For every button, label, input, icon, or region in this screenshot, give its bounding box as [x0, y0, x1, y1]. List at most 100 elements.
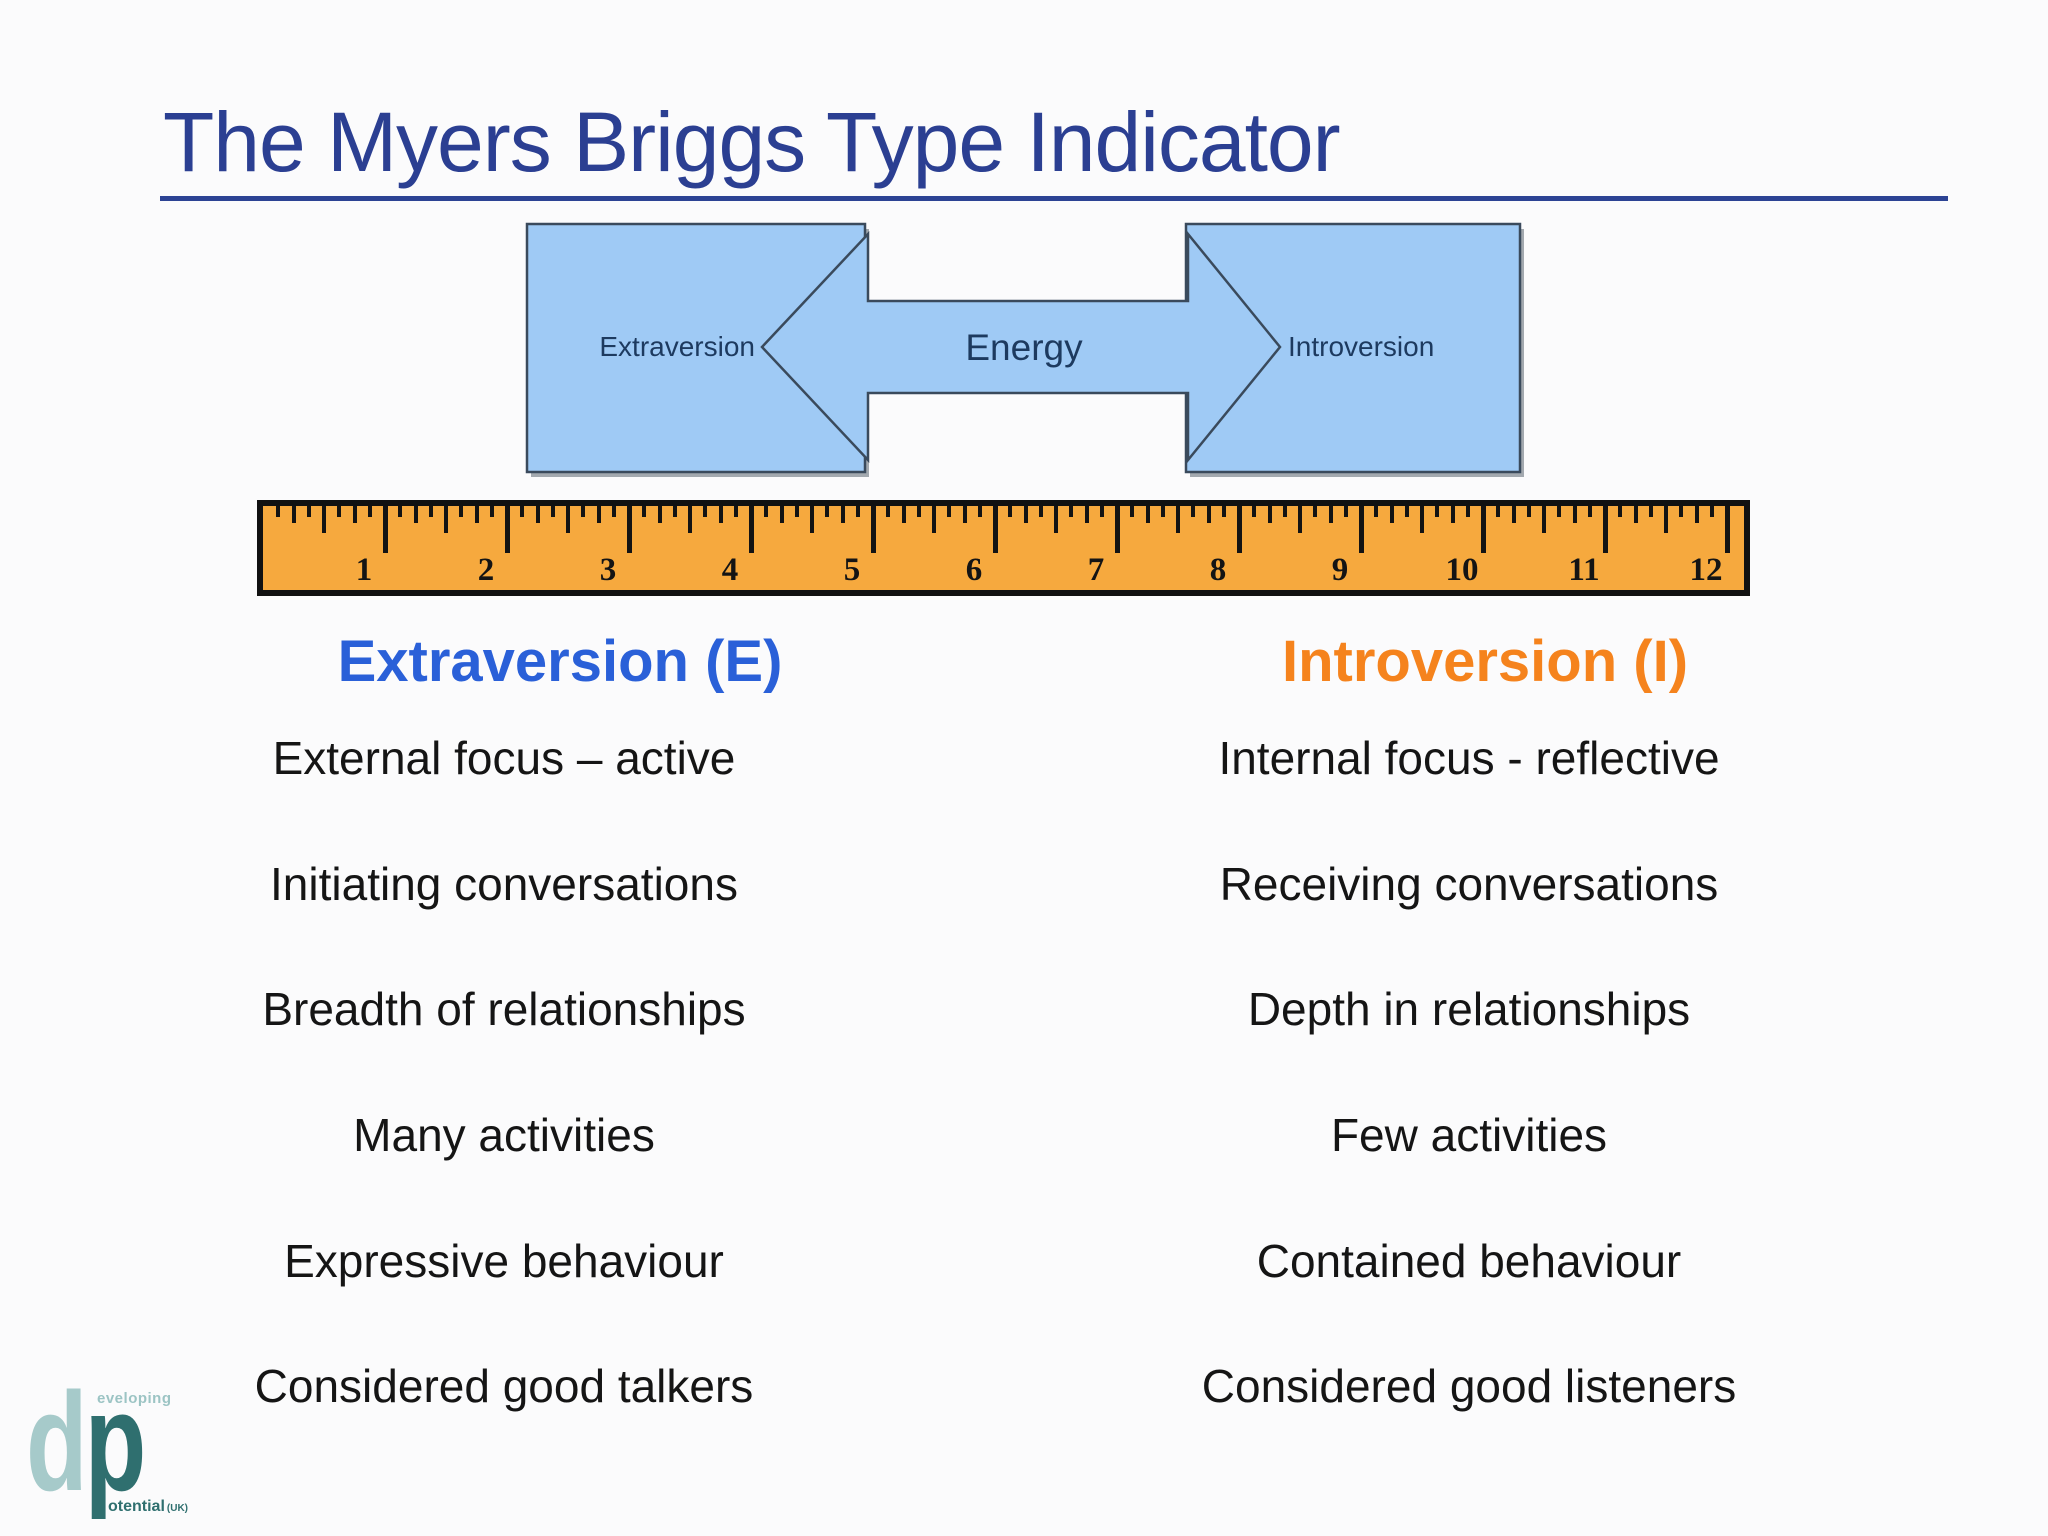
ruler-tick	[1206, 506, 1211, 523]
logo-text-otential-word: otential	[108, 1498, 165, 1515]
logo-letter-d: d	[26, 1363, 88, 1520]
ruler-tick	[1298, 506, 1302, 533]
ruler-tick	[1084, 506, 1089, 523]
ruler-tick	[1099, 506, 1104, 517]
ruler-tick	[276, 506, 281, 517]
ruler-tick	[1343, 506, 1348, 517]
ruler-tick	[1237, 506, 1242, 553]
ruler-tick	[703, 506, 708, 517]
ruler-tick	[1465, 506, 1470, 517]
ruler-tick	[1633, 506, 1638, 523]
ruler-tick	[1557, 506, 1562, 517]
ruler-tick	[1221, 506, 1226, 517]
ruler-tick	[886, 506, 891, 517]
ruler-tick	[1069, 506, 1074, 517]
ruler-tick	[428, 506, 433, 517]
logo-text-eveloping: eveloping	[97, 1390, 172, 1407]
ruler-tick	[1115, 506, 1120, 553]
ruler-tick	[1526, 506, 1531, 517]
extraversion-header: Extraversion (E)	[337, 629, 783, 694]
ruler-tick	[1679, 506, 1684, 517]
ruler-tick	[1389, 506, 1394, 523]
ruler-tick	[1191, 506, 1196, 517]
ruler-tick	[1282, 506, 1287, 517]
ruler-tick	[1404, 506, 1409, 517]
list-item: Expressive behaviour	[284, 1235, 724, 1287]
ruler-tick	[1725, 506, 1730, 553]
ruler-tick	[1359, 506, 1364, 553]
ruler-tick	[1450, 506, 1455, 523]
ruler-tick	[489, 506, 494, 517]
ruler-tick	[1038, 506, 1043, 517]
ruler-tick	[398, 506, 403, 517]
ruler-tick	[550, 506, 555, 517]
ruler-tick	[566, 506, 570, 533]
ruler-tick	[794, 506, 799, 517]
developing-potential-logo: dp eveloping otential(UK)	[0, 1360, 260, 1536]
ruler-tick	[1587, 506, 1592, 517]
ruler-tick	[459, 506, 464, 517]
introversion-list: Internal focus - reflective Receiving co…	[1049, 0, 1889, 1536]
ruler-number: 5	[843, 552, 861, 588]
introversion-box-label: Introversion	[1288, 331, 1434, 362]
ruler-number: 4	[721, 552, 739, 588]
ruler-tick	[1618, 506, 1623, 517]
ruler-number: 1	[355, 552, 373, 588]
ruler-tick	[367, 506, 372, 517]
ruler-tick	[1694, 506, 1699, 523]
ruler-tick	[1328, 506, 1333, 523]
ruler-tick	[291, 506, 296, 523]
list-item: Receiving conversations	[1219, 858, 1719, 910]
ruler-tick	[1267, 506, 1272, 523]
ruler-tick	[855, 506, 860, 517]
extraversion-box-label: Extraversion	[599, 331, 755, 362]
list-item: External focus – active	[272, 732, 736, 784]
ruler-number: 7	[1087, 552, 1105, 588]
double-headed-arrow	[760, 230, 1282, 464]
ruler-tick	[322, 506, 326, 533]
ruler-number: 9	[1331, 552, 1349, 588]
ruler-tick	[810, 506, 814, 533]
ruler-tick	[1572, 506, 1577, 523]
ruler-tick	[993, 506, 998, 553]
ruler-tick	[1023, 506, 1028, 523]
ruler-tick	[520, 506, 525, 517]
ruler-tick	[627, 506, 632, 553]
ruler-tick	[764, 506, 769, 517]
introversion-box	[1184, 222, 1522, 474]
ruler-tick	[871, 506, 876, 553]
ruler-tick	[1374, 506, 1379, 517]
ruler-tick	[1176, 506, 1180, 533]
title-underline	[160, 196, 1948, 201]
ruler-tick	[916, 506, 921, 517]
ruler-number: 12	[1689, 552, 1723, 588]
ruler-number: 8	[1209, 552, 1227, 588]
ruler-tick	[1008, 506, 1013, 517]
list-item: Considered good talkers	[254, 1360, 754, 1412]
ruler-tick	[474, 506, 479, 523]
list-item: Internal focus - reflective	[1218, 732, 1720, 784]
ruler-tick	[657, 506, 662, 523]
ruler-tick	[718, 506, 723, 523]
ruler-tick	[1160, 506, 1165, 517]
ruler-tick	[733, 506, 738, 517]
ruler-tick	[1603, 506, 1608, 553]
logo-dp-letters: dp	[26, 1372, 146, 1512]
ruler-tick	[688, 506, 692, 533]
list-item: Breadth of relationships	[262, 983, 746, 1035]
ruler-tick	[1511, 506, 1516, 523]
ruler-tick	[1420, 506, 1424, 533]
ruler-number: 6	[965, 552, 983, 588]
ruler-tick	[1542, 506, 1546, 533]
ruler-tick	[596, 506, 601, 523]
ruler-tick	[1130, 506, 1135, 517]
ruler-tick	[932, 506, 936, 533]
ruler-tick	[1313, 506, 1318, 517]
ruler-tick	[337, 506, 342, 517]
ruler-tick	[1648, 506, 1653, 517]
energy-label: Energy	[965, 327, 1083, 368]
ruler-number: 3	[599, 552, 617, 588]
logo-text-uk: (UK)	[166, 1503, 188, 1514]
ruler-tick	[1481, 506, 1486, 553]
